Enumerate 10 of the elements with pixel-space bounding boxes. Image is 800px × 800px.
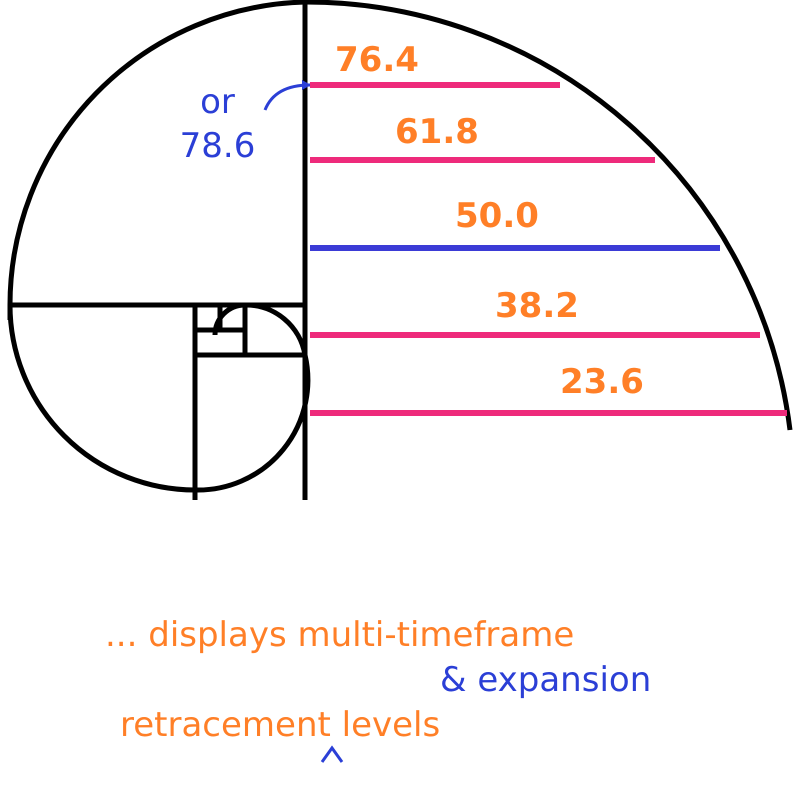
note-text: or 78.6 — [170, 80, 265, 168]
leader-arrow — [264, 80, 311, 111]
caption-text: & expansion — [440, 660, 652, 700]
caption-text: retracement levels — [120, 705, 440, 745]
level-value: 76.4 — [335, 40, 419, 80]
level-value: 23.6 — [560, 362, 644, 402]
caption-text: ... displays multi-timeframe — [105, 615, 574, 655]
level-value: 38.2 — [495, 286, 579, 326]
level-value: 50.0 — [455, 196, 539, 236]
level-value: 61.8 — [395, 112, 479, 152]
